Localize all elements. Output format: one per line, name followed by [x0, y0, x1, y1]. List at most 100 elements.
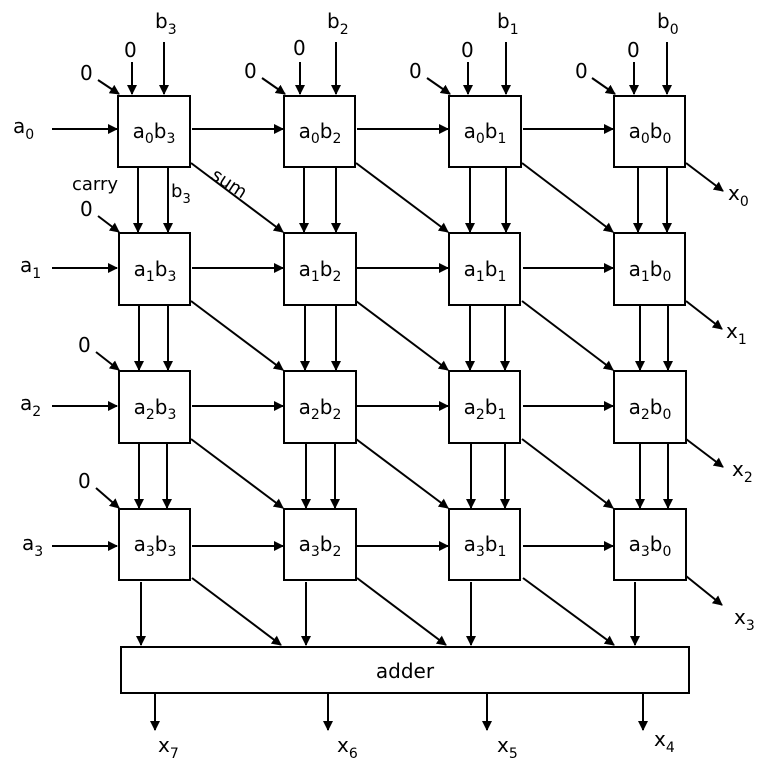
cell-a0b2: a0b2 [283, 95, 356, 168]
output-x4: x4 [654, 727, 675, 756]
output-x7: x7 [158, 733, 179, 762]
wire-x-out-r2 [685, 438, 724, 468]
multiplier-cell-grid: a0b3 a0b2 a0b1 a0b0 a1b3 a1b2 a1b1 a1b [117, 95, 687, 581]
svg-text:a3b1: a3b1 [464, 532, 507, 560]
carry-annotation: carry [72, 174, 118, 195]
wire-diag-zero-c1 [261, 77, 286, 95]
svg-text:a1b1: a1b1 [464, 257, 507, 285]
input-b1: b1 [497, 9, 519, 38]
wire-x-out-r0 [685, 162, 724, 192]
zero-input-top-col1: 0 [293, 36, 306, 60]
zero-input-diag-col3: 0 [575, 59, 588, 83]
output-x3: x3 [734, 605, 755, 634]
output-x0: x0 [728, 181, 749, 210]
cell-a2b0: a2b0 [613, 370, 687, 444]
input-b0: b0 [657, 9, 679, 38]
svg-text:x7: x7 [158, 733, 179, 762]
zero-input-top-col0: 0 [124, 38, 137, 62]
zero-input-diag-col0: 0 [80, 61, 93, 85]
svg-text:a2b1: a2b1 [464, 395, 507, 423]
cell-a0b3: a0b3 [117, 95, 191, 168]
svg-text:a1b0: a1b0 [629, 257, 672, 285]
svg-text:x0: x0 [728, 181, 749, 210]
output-x2: x2 [732, 457, 753, 486]
b-pass-annotation: b3 [171, 181, 191, 207]
wire-diag-zero-c2 [426, 77, 451, 95]
svg-text:a3b2: a3b2 [299, 532, 342, 560]
wire-left-zero-r3 [95, 487, 120, 509]
cell-a2b2: a2b2 [283, 370, 357, 444]
svg-text:x5: x5 [497, 733, 518, 762]
output-x6: x6 [337, 733, 358, 762]
zero-input-top-col3: 0 [627, 38, 640, 62]
wire-diag-zero-c3 [591, 77, 616, 95]
wire-sum-r0-c1 [355, 162, 449, 233]
svg-text:a0b2: a0b2 [299, 119, 342, 147]
zero-input-diag-col1: 0 [244, 59, 257, 83]
wire-diag-zero-c0 [97, 79, 120, 95]
zero-input-top-col2: 0 [461, 38, 474, 62]
input-b3: b3 [155, 9, 177, 38]
cell-a1b1: a1b1 [448, 232, 521, 306]
svg-text:a0: a0 [13, 114, 34, 143]
wire-left-zero-r1 [97, 215, 120, 233]
cell-a0b1: a0b1 [448, 95, 522, 168]
wire-sum-to-adder-c0 [191, 577, 282, 646]
svg-text:x6: x6 [337, 733, 358, 762]
cell-a2b3: a2b3 [118, 370, 191, 444]
cell-a2b1: a2b1 [448, 370, 521, 444]
svg-text:a2: a2 [20, 391, 41, 420]
output-x5: x5 [497, 733, 518, 762]
input-a0: a0 [13, 114, 34, 143]
svg-text:a1b2: a1b2 [299, 257, 342, 285]
svg-text:b3: b3 [155, 9, 177, 38]
wire-sum-r1-c0 [190, 300, 284, 371]
cell-a3b0: a3b0 [613, 508, 687, 581]
input-a1: a1 [20, 253, 41, 282]
wire-sum-to-adder-c2 [522, 577, 615, 646]
zero-input-row2: 0 [78, 333, 91, 357]
input-a2: a2 [20, 391, 41, 420]
svg-text:a0b0: a0b0 [629, 119, 672, 147]
svg-text:a1: a1 [20, 253, 41, 282]
wire-sum-to-adder-c1 [356, 577, 447, 646]
zero-input-row1: 0 [80, 197, 93, 221]
wire-sum-r2-c0 [190, 438, 284, 509]
svg-text:a3b3: a3b3 [134, 532, 177, 560]
svg-text:a1b3: a1b3 [134, 257, 177, 285]
svg-text:a0b3: a0b3 [133, 119, 176, 147]
input-b2: b2 [327, 9, 349, 38]
wire-sum-r1-c1 [355, 300, 449, 371]
svg-text:b0: b0 [657, 9, 679, 38]
svg-text:a3: a3 [22, 531, 43, 560]
svg-text:b2: b2 [327, 9, 349, 38]
svg-text:adder: adder [376, 659, 435, 683]
svg-text:a2b0: a2b0 [629, 395, 672, 423]
wire-sum-r2-c2 [521, 438, 614, 509]
sum-annotation: sum [207, 165, 251, 203]
zero-input-row3: 0 [78, 469, 91, 493]
svg-text:a2b2: a2b2 [299, 395, 342, 423]
svg-text:x4: x4 [654, 727, 675, 756]
svg-text:b1: b1 [497, 9, 519, 38]
cell-a1b0: a1b0 [613, 232, 686, 306]
wire-sum-r1-c2 [521, 300, 614, 371]
wire-x-out-r3 [685, 575, 723, 606]
wire-sum-r0-c0 [190, 162, 284, 233]
svg-text:a0b1: a0b1 [464, 119, 507, 147]
svg-text:a3b0: a3b0 [629, 532, 672, 560]
zero-input-diag-col2: 0 [409, 59, 422, 83]
wire-left-zero-r2 [95, 351, 120, 371]
svg-text:b3: b3 [171, 181, 191, 207]
wire-sum-r0-c2 [521, 162, 614, 233]
svg-text:x2: x2 [732, 457, 753, 486]
svg-text:x3: x3 [734, 605, 755, 634]
cell-a3b2: a3b2 [283, 508, 357, 581]
input-a3: a3 [22, 531, 43, 560]
cell-a0b0: a0b0 [613, 95, 686, 168]
svg-text:a2b3: a2b3 [134, 395, 177, 423]
wire-sum-r2-c1 [355, 438, 449, 509]
cell-a1b3: a1b3 [118, 232, 191, 306]
svg-text:x1: x1 [726, 319, 747, 348]
